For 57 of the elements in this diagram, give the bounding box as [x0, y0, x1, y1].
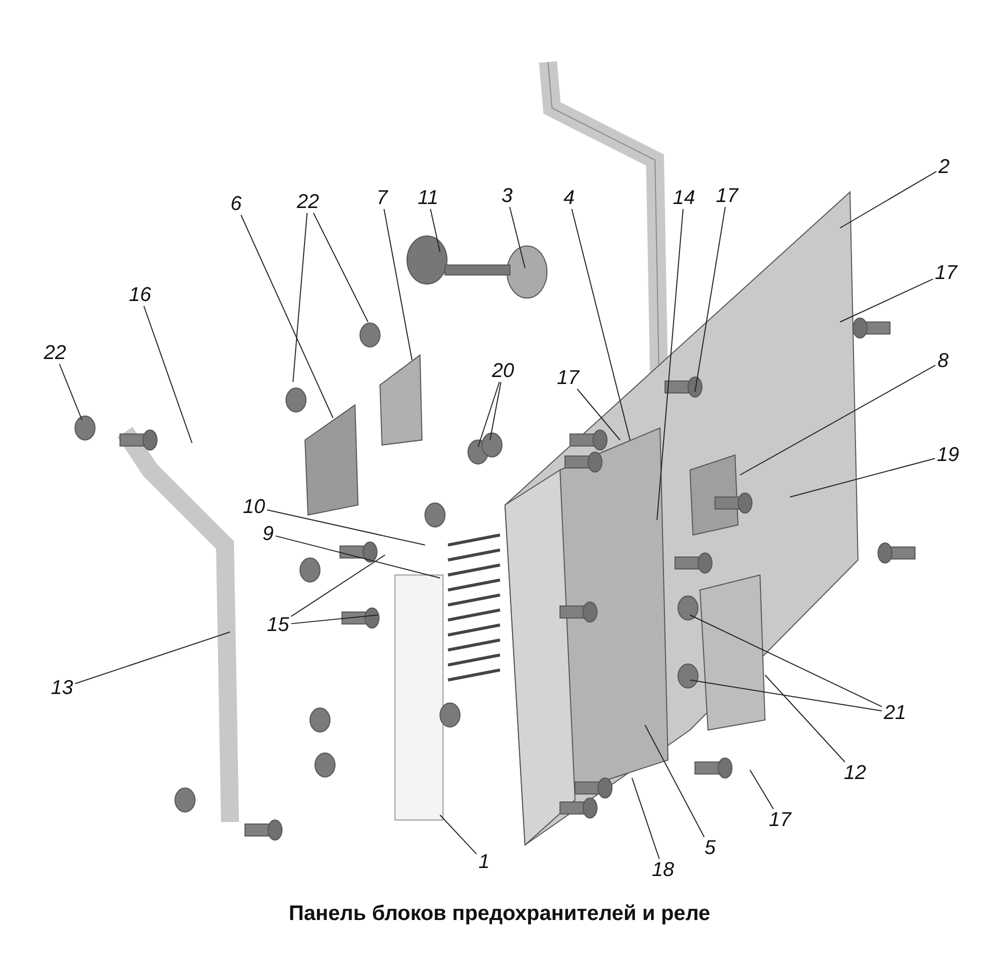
leader-line: [430, 208, 440, 252]
leader-line: [644, 724, 705, 838]
leader-line: [656, 208, 684, 520]
callout-number: 7: [374, 187, 390, 209]
callout-number: 17: [932, 262, 960, 284]
leader-line: [290, 614, 378, 624]
callout-number: 17: [714, 185, 740, 207]
callout-number: 3: [499, 185, 515, 207]
leader-line: [576, 388, 620, 440]
callout-number: 5: [702, 837, 718, 859]
callout-number: 16: [126, 284, 154, 306]
leader-line: [790, 458, 936, 498]
callout-number: 9: [260, 523, 276, 545]
callout-number: 2: [936, 156, 952, 178]
callout-number: 22: [294, 191, 322, 213]
leader-line: [740, 364, 936, 476]
callout-number: 18: [650, 859, 676, 881]
leader-line: [690, 680, 882, 712]
callout-number: 10: [240, 496, 268, 518]
callout-number: 21: [882, 702, 908, 724]
leader-line: [690, 614, 882, 708]
leader-line: [840, 278, 934, 322]
leader-line: [275, 535, 440, 578]
leader-line: [571, 208, 630, 440]
callout-number: 20: [490, 360, 516, 382]
leader-line: [764, 674, 846, 762]
callout-number: 15: [264, 614, 292, 636]
callout-number: 14: [670, 187, 698, 209]
leader-line: [632, 778, 660, 860]
leader-line: [490, 382, 502, 440]
callout-number: 12: [842, 762, 868, 784]
leader-line: [266, 509, 426, 546]
callout-number: 17: [766, 809, 794, 831]
leader-line: [313, 212, 368, 322]
callout-number: 4: [561, 187, 577, 209]
leader-line: [290, 554, 386, 617]
leader-line: [58, 364, 82, 420]
callout-number: 8: [935, 350, 951, 372]
diagram-title: Панель блоков предохранителей и реле: [288, 902, 710, 925]
callout-number: 22: [42, 342, 68, 364]
callout-number: 13: [48, 677, 76, 699]
callout-number: 1: [476, 851, 492, 873]
leader-line: [440, 814, 477, 854]
callout-number: 17: [554, 367, 582, 389]
leader-line: [509, 206, 526, 268]
leader-line: [292, 212, 308, 382]
leader-line: [840, 170, 937, 228]
leader-line: [74, 632, 230, 684]
callout-number: 11: [416, 187, 440, 209]
leader-line: [143, 306, 192, 444]
leader-line: [240, 214, 334, 418]
leader-line: [384, 208, 412, 360]
leader-line: [478, 382, 500, 448]
callout-number: 19: [934, 444, 962, 466]
leader-line: [694, 206, 726, 392]
callout-number: 6: [228, 193, 244, 215]
leader-line: [750, 770, 774, 810]
